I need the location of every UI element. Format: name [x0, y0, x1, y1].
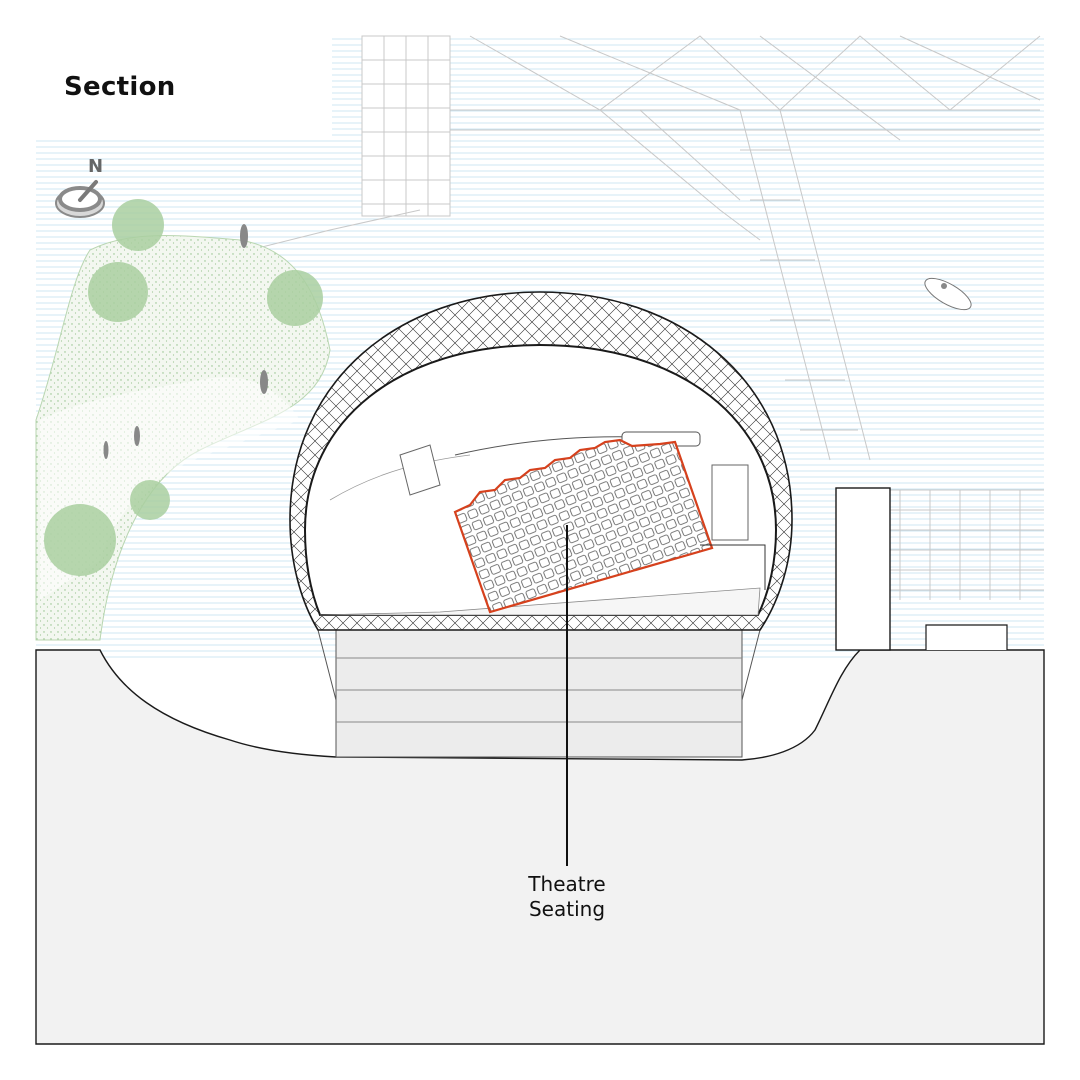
green-bank: [35, 199, 331, 641]
north-label: N: [88, 156, 103, 177]
compass-icon: N: [55, 156, 105, 218]
theatre-seating: [453, 438, 714, 614]
right-building: [835, 487, 1008, 651]
callout-line-1: Theatre: [528, 872, 606, 896]
footbridge: [249, 209, 421, 251]
sphere-theatre: [289, 291, 793, 631]
tree-icon: [44, 199, 323, 576]
callout-line-2: Seating: [528, 897, 606, 921]
bridge-structure: [450, 35, 1041, 461]
theatre-seating-callout: Theatre Seating: [492, 872, 642, 922]
foundation: [317, 629, 761, 758]
section-title: Section: [64, 72, 176, 102]
kayak-icon: [924, 277, 972, 311]
right-terraces: [890, 489, 1044, 600]
background-structures: [249, 35, 1044, 600]
residential-tower: [361, 35, 451, 217]
